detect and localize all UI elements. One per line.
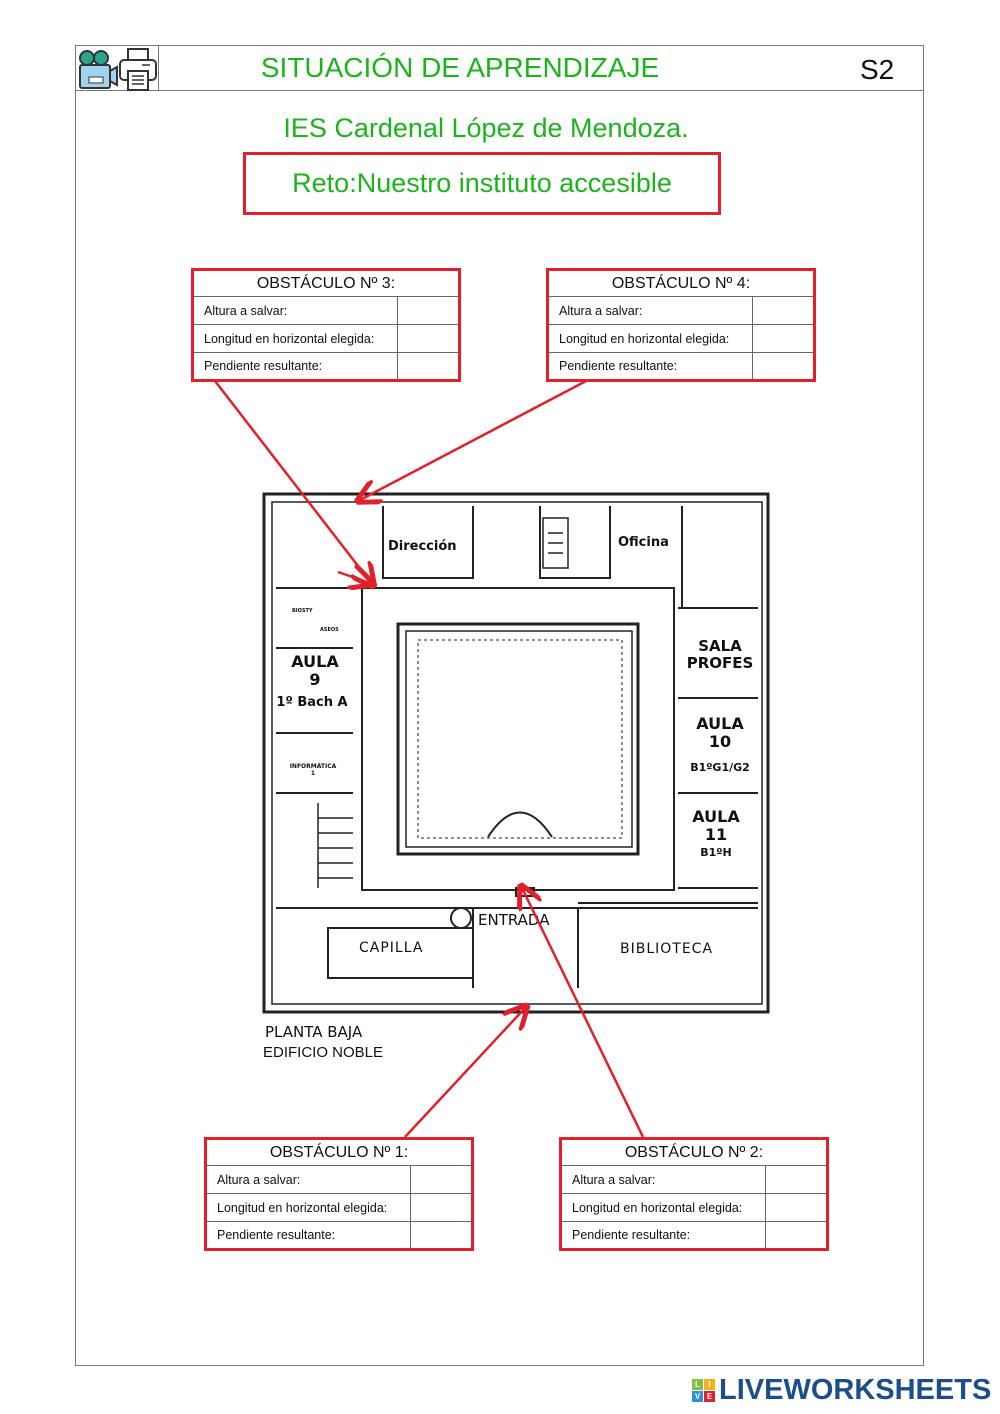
video-camera-icon bbox=[79, 50, 118, 89]
height-input[interactable] bbox=[753, 297, 813, 324]
printer-icon bbox=[119, 48, 157, 91]
obstacle-4-table: OBSTÁCULO Nº 4: Altura a salvar: Longitu… bbox=[546, 268, 816, 382]
header-divider bbox=[158, 45, 159, 91]
slope-input[interactable] bbox=[766, 1222, 826, 1248]
room-oficina: Oficina bbox=[618, 535, 669, 550]
obstacle-1-table: OBSTÁCULO Nº 1: Altura a salvar: Longitu… bbox=[204, 1137, 474, 1251]
row-label: Altura a salvar: bbox=[560, 1165, 766, 1194]
room-aseos: ASEOS bbox=[320, 627, 339, 633]
school-name: IES Cardenal López de Mendoza. bbox=[283, 113, 689, 143]
row-label: Longitud en horizontal elegida: bbox=[547, 324, 753, 353]
room-capilla: CAPILLA bbox=[359, 940, 424, 956]
row-label: Altura a salvar: bbox=[547, 296, 753, 325]
length-input[interactable] bbox=[398, 325, 458, 352]
obstacle-title: OBSTÁCULO Nº 2: bbox=[560, 1138, 828, 1166]
height-input[interactable] bbox=[766, 1166, 826, 1193]
header-bar bbox=[75, 45, 924, 91]
slope-input[interactable] bbox=[753, 353, 813, 379]
slope-input[interactable] bbox=[411, 1222, 471, 1248]
length-input[interactable] bbox=[411, 1194, 471, 1221]
row-label: Pendiente resultante: bbox=[560, 1221, 766, 1250]
row-label: Longitud en horizontal elegida: bbox=[205, 1193, 411, 1222]
plan-floor-label: PLANTA BAJA bbox=[265, 1023, 363, 1041]
room-biblioteca: BIBLIOTECA bbox=[620, 941, 714, 957]
obstacle-title: OBSTÁCULO Nº 4: bbox=[547, 269, 815, 297]
row-label: Pendiente resultante: bbox=[205, 1221, 411, 1250]
logo-text: LIVEWORKSHEETS bbox=[719, 1374, 992, 1406]
section-code: S2 bbox=[860, 54, 895, 85]
room-direccion: Dirección bbox=[388, 539, 457, 554]
obstacle-title: OBSTÁCULO Nº 1: bbox=[205, 1138, 473, 1166]
plan-building-label: EDIFICIO NOBLE bbox=[263, 1044, 384, 1061]
slope-input[interactable] bbox=[398, 353, 458, 379]
obstacle-3-table: OBSTÁCULO Nº 3: Altura a salvar: Longitu… bbox=[191, 268, 461, 382]
page-border bbox=[75, 45, 924, 1366]
challenge-box: Reto:Nuestro instituto accesible bbox=[243, 152, 721, 215]
room-biosty: BIOSTY bbox=[292, 608, 313, 614]
row-label: Pendiente resultante: bbox=[192, 352, 398, 381]
obstacle-title: OBSTÁCULO Nº 3: bbox=[192, 269, 460, 297]
row-label: Altura a salvar: bbox=[192, 296, 398, 325]
row-label: Altura a salvar: bbox=[205, 1165, 411, 1194]
height-input[interactable] bbox=[411, 1166, 471, 1193]
row-label: Longitud en horizontal elegida: bbox=[192, 324, 398, 353]
height-input[interactable] bbox=[398, 297, 458, 324]
row-label: Pendiente resultante: bbox=[547, 352, 753, 381]
page-title: SITUACIÓN DE APRENDIZAJE bbox=[260, 52, 660, 83]
obstacle-2-table: OBSTÁCULO Nº 2: Altura a salvar: Longitu… bbox=[559, 1137, 829, 1251]
row-label: Longitud en horizontal elegida: bbox=[560, 1193, 766, 1222]
length-input[interactable] bbox=[766, 1194, 826, 1221]
room-entrada: ENTRADA bbox=[478, 911, 550, 929]
length-input[interactable] bbox=[753, 325, 813, 352]
